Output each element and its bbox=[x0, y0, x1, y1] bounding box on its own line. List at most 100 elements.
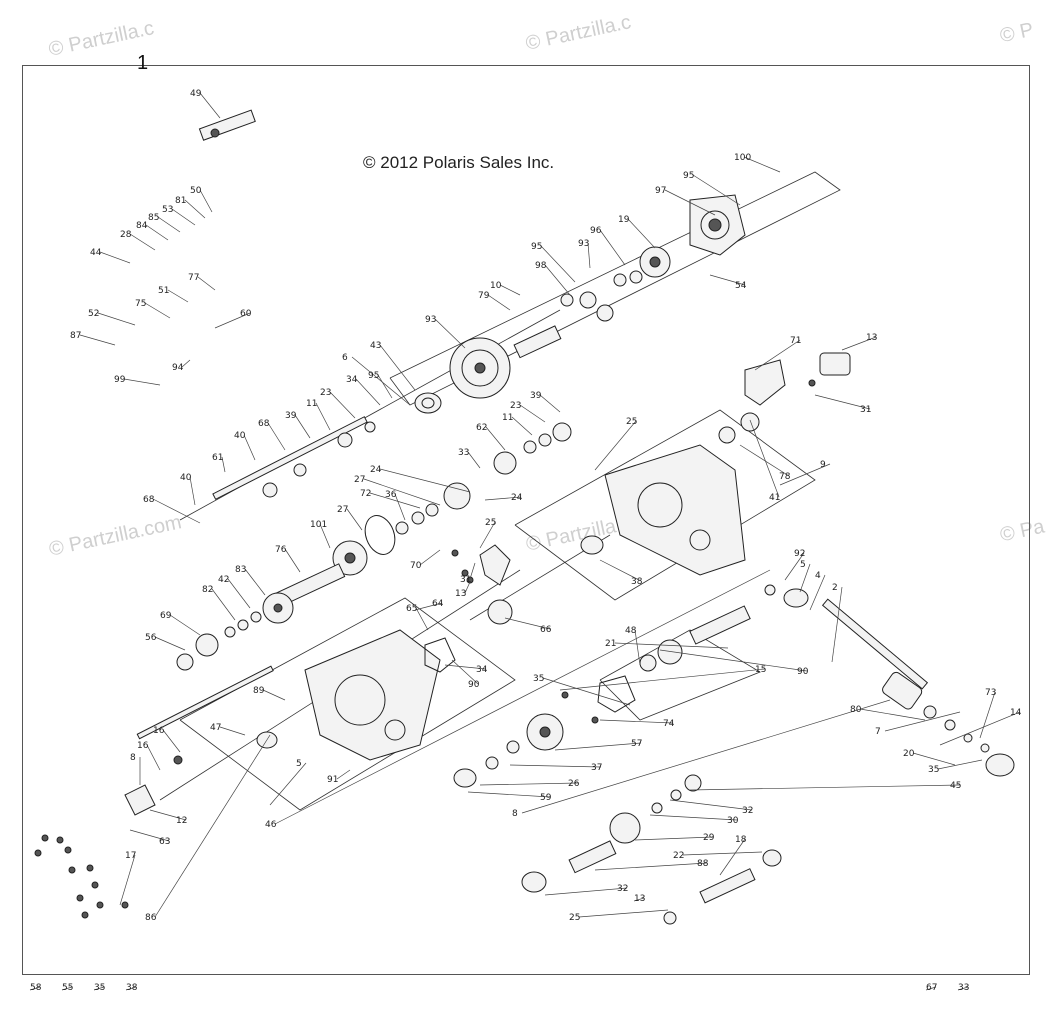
callout-leader bbox=[99, 251, 131, 264]
callout-leader bbox=[274, 569, 771, 825]
callout-leader bbox=[379, 344, 416, 391]
callout-leader bbox=[93, 986, 105, 991]
callout-41: 41 bbox=[769, 493, 780, 503]
callout-63: 63 bbox=[159, 837, 170, 847]
callout-leader bbox=[925, 986, 937, 991]
gear-stack-part bbox=[395, 422, 572, 535]
callout-leader bbox=[504, 617, 551, 630]
callout-11: 11 bbox=[502, 413, 513, 423]
callout-9: 9 bbox=[820, 460, 826, 470]
callout-66: 66 bbox=[540, 625, 552, 635]
callout-83: 83 bbox=[235, 565, 246, 575]
callout-13: 13 bbox=[634, 894, 645, 904]
assembly-guides bbox=[159, 171, 841, 811]
callout-27: 27 bbox=[354, 475, 365, 485]
callout-72: 72 bbox=[360, 489, 371, 499]
bracket-76-part bbox=[744, 359, 786, 406]
callout-leader bbox=[125, 986, 137, 991]
callout-leader bbox=[319, 523, 331, 549]
callout-leader bbox=[578, 909, 669, 918]
callout-35: 35 bbox=[928, 765, 939, 775]
callout-35: 35 bbox=[533, 674, 544, 684]
callout-leader bbox=[739, 444, 790, 477]
callout-25: 25 bbox=[626, 417, 637, 427]
callout-leader bbox=[692, 174, 741, 206]
callout-leader bbox=[912, 752, 956, 766]
callout-leader bbox=[355, 378, 381, 406]
callout-leader bbox=[123, 378, 161, 386]
callout-leader bbox=[779, 463, 831, 486]
callout-91: 91 bbox=[327, 775, 338, 785]
callout-99: 99 bbox=[114, 375, 126, 385]
gasket-12-part bbox=[424, 637, 456, 673]
callout-leader bbox=[509, 764, 602, 768]
copyright-notice: © 2012 Polaris Sales Inc. bbox=[363, 153, 555, 172]
callout-leader bbox=[329, 391, 356, 419]
callout-leader bbox=[451, 659, 479, 685]
seal-34-part bbox=[580, 535, 604, 555]
callout-75: 75 bbox=[135, 299, 146, 309]
sheet-number: 1 bbox=[137, 52, 149, 74]
callout-11: 11 bbox=[306, 399, 317, 409]
callout-leader bbox=[157, 216, 181, 233]
callout-22: 22 bbox=[673, 851, 684, 861]
callout-82: 82 bbox=[202, 585, 213, 595]
callout-leader bbox=[594, 862, 708, 871]
callout-leader bbox=[363, 478, 441, 506]
callout-34: 34 bbox=[346, 375, 358, 385]
callout-leader bbox=[336, 769, 351, 780]
callout-leader bbox=[184, 199, 206, 219]
callout-leader bbox=[267, 422, 286, 451]
callout-leader bbox=[539, 394, 561, 413]
callout-13: 13 bbox=[455, 589, 466, 599]
gear-train-lower-part bbox=[521, 774, 782, 925]
front-housing-part bbox=[304, 629, 441, 761]
callout-46: 46 bbox=[265, 820, 277, 830]
callout-leader bbox=[554, 742, 642, 751]
callout-26: 26 bbox=[568, 779, 580, 789]
callout-71: 71 bbox=[790, 336, 801, 346]
callout-81: 81 bbox=[175, 196, 186, 206]
callout-leader bbox=[129, 233, 156, 251]
callout-87: 87 bbox=[70, 331, 81, 341]
callout-101: 101 bbox=[310, 520, 327, 530]
callout-42: 42 bbox=[218, 575, 229, 585]
callout-5: 5 bbox=[800, 560, 806, 570]
callout-leader bbox=[544, 264, 571, 296]
callout-leader bbox=[599, 719, 674, 724]
callout-leader bbox=[144, 302, 171, 319]
callout-leader bbox=[749, 419, 780, 498]
callout-58: 58 bbox=[30, 983, 42, 993]
callout-68: 68 bbox=[258, 419, 270, 429]
callout-leader bbox=[743, 156, 781, 173]
callout-leader bbox=[487, 294, 511, 311]
callout-leader bbox=[377, 374, 393, 399]
sensor-83-part bbox=[808, 352, 851, 387]
callout-35: 35 bbox=[94, 983, 105, 993]
callout-leader bbox=[171, 208, 196, 226]
callout-leader bbox=[146, 744, 161, 771]
rear-housing-part bbox=[604, 444, 746, 576]
callout-92: 92 bbox=[794, 549, 805, 559]
callout-48: 48 bbox=[625, 626, 637, 636]
callout-leader bbox=[294, 414, 311, 439]
callout-leader bbox=[859, 708, 926, 721]
callout-leader bbox=[979, 691, 996, 739]
callout-17: 17 bbox=[125, 851, 136, 861]
callout-7: 7 bbox=[875, 727, 881, 737]
callout-88: 88 bbox=[697, 859, 709, 869]
callout-69: 69 bbox=[160, 611, 172, 621]
callout-leader bbox=[269, 762, 307, 806]
callout-leader bbox=[627, 218, 656, 249]
callout-leader bbox=[415, 607, 429, 631]
callout-leader bbox=[633, 897, 645, 902]
callout-leader bbox=[841, 336, 877, 351]
callout-leader bbox=[689, 784, 961, 791]
callout-leader bbox=[97, 312, 136, 326]
callout-68: 68 bbox=[143, 495, 155, 505]
callout-84: 84 bbox=[136, 221, 148, 231]
callout-74: 74 bbox=[663, 719, 675, 729]
callout-leader bbox=[149, 809, 187, 821]
callout-leader bbox=[485, 426, 506, 451]
